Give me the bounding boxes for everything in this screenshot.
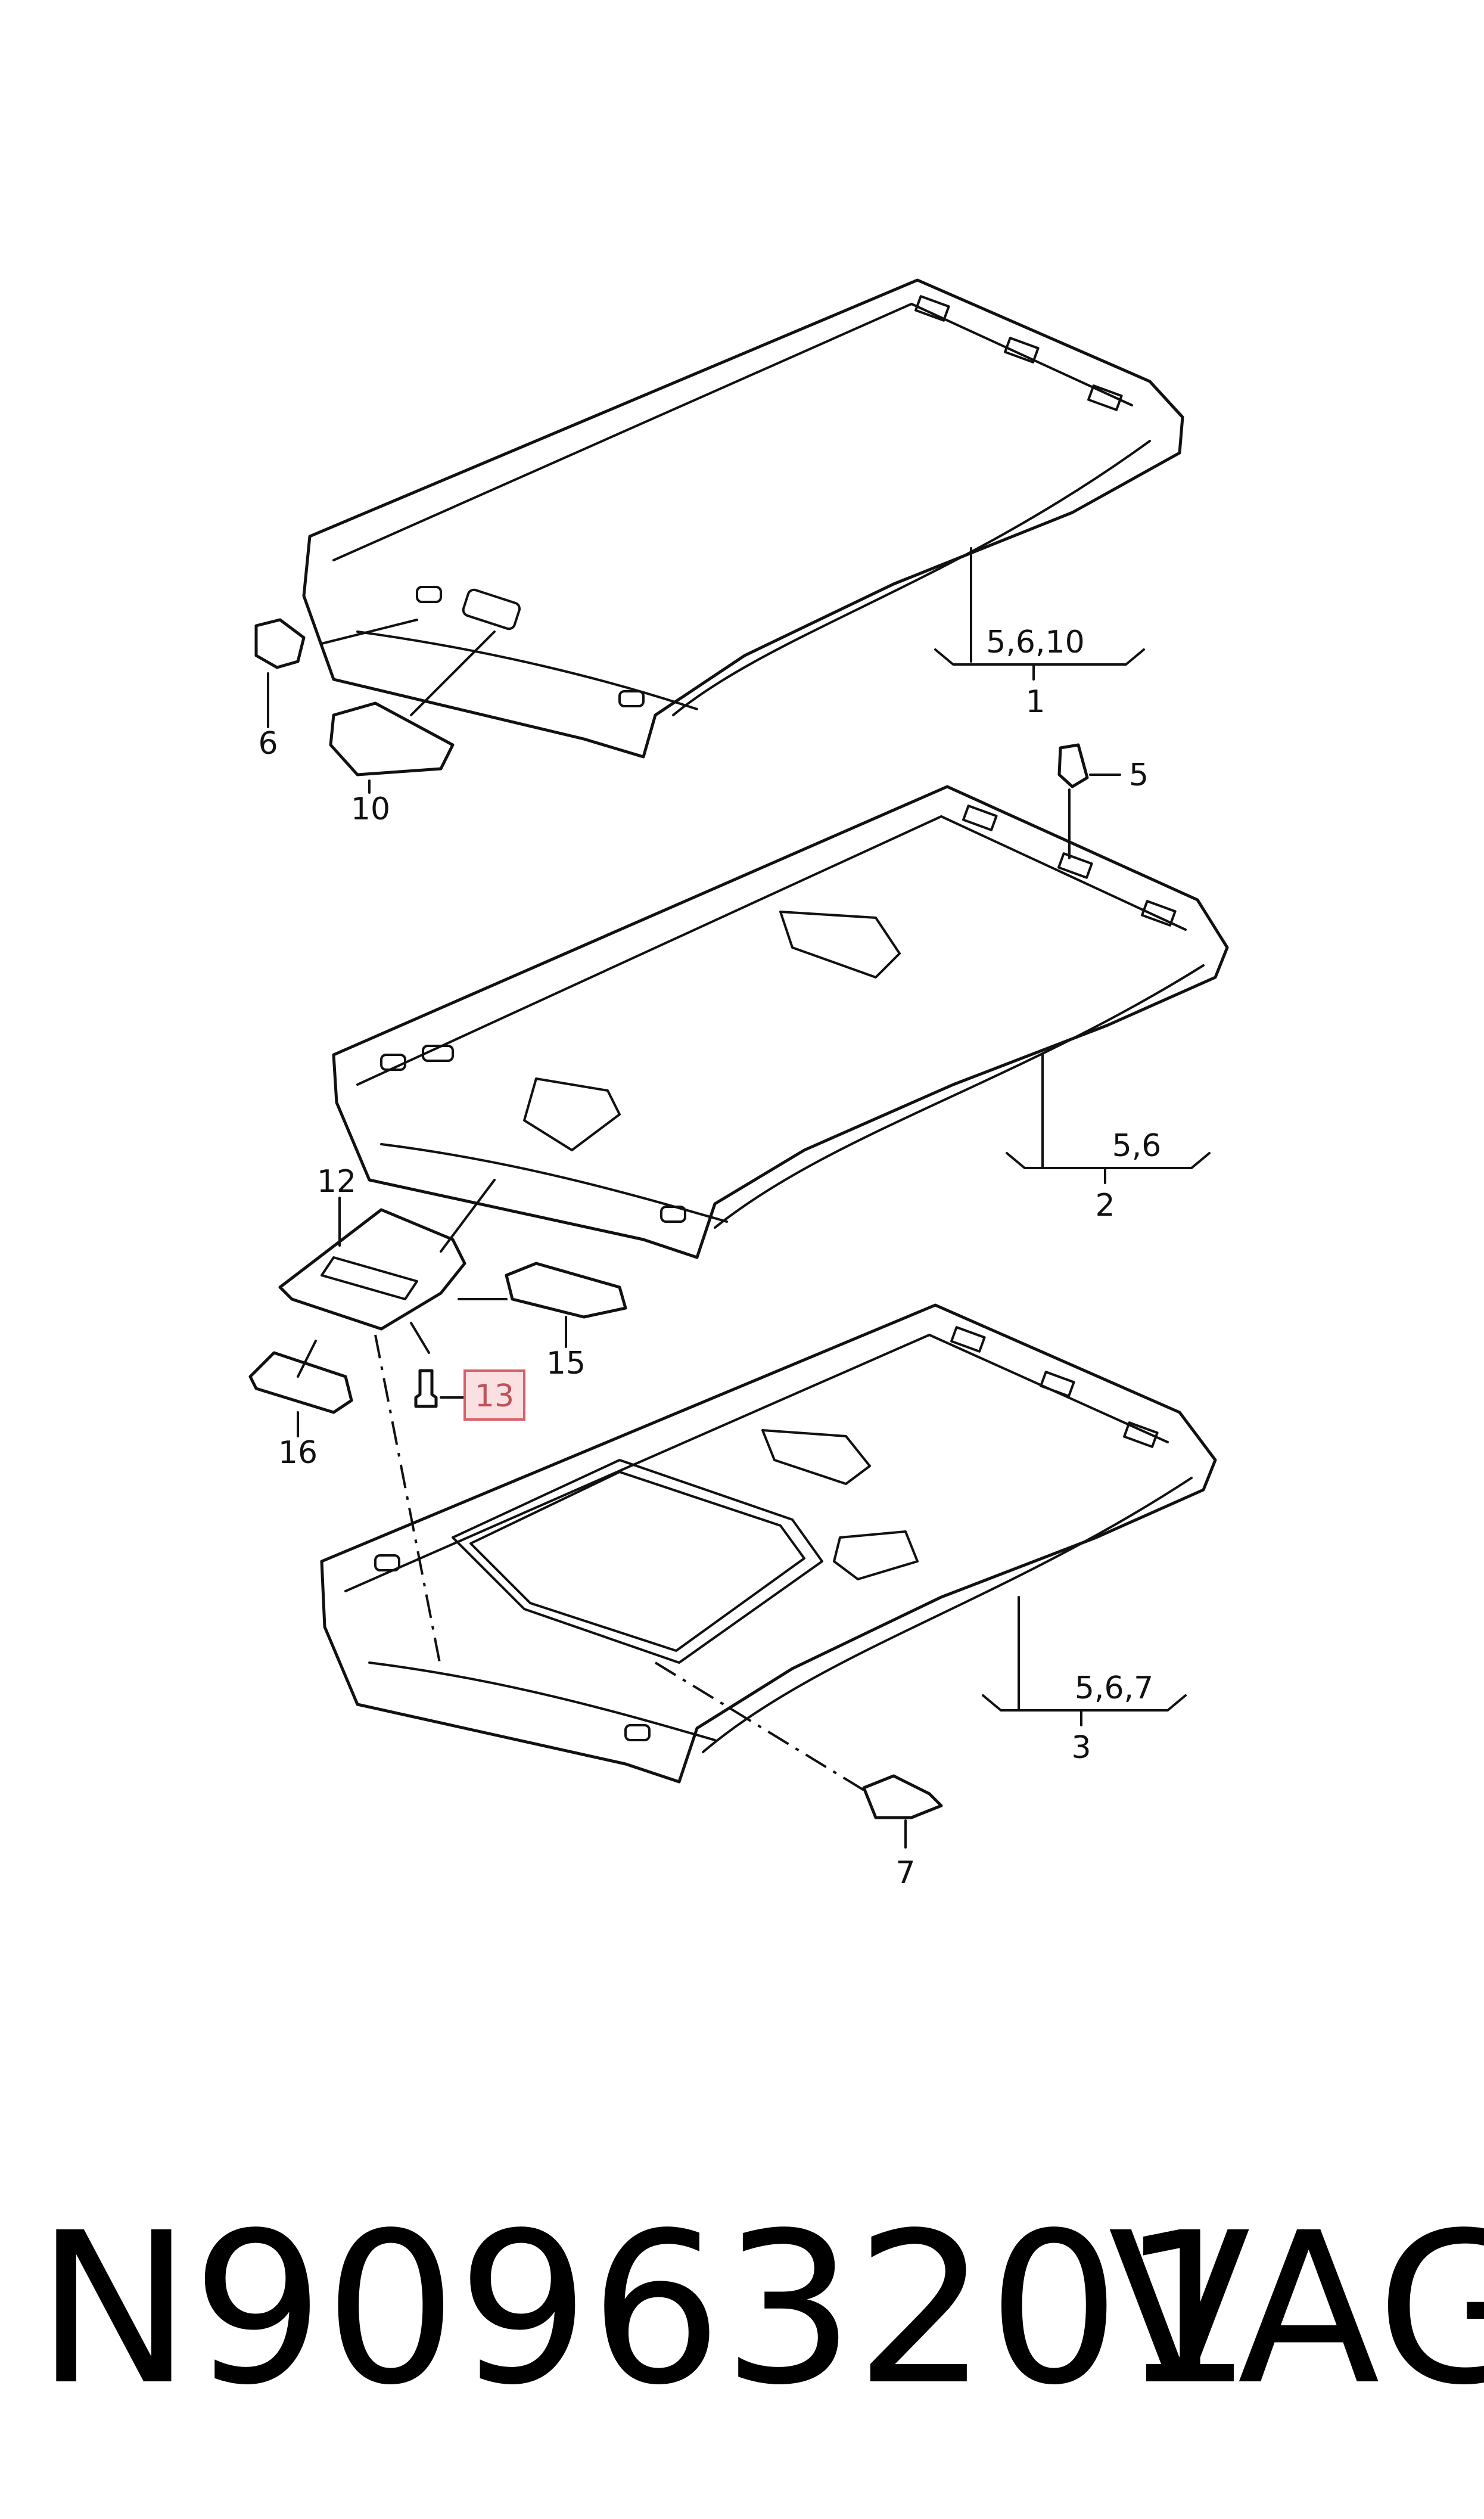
callout-3: 3 — [1071, 1730, 1091, 1766]
callout-1: 1 — [1025, 684, 1045, 720]
callout-1-sub: 5,6,10 — [986, 625, 1084, 660]
screw-13 — [414, 1369, 438, 1408]
callout-10: 10 — [351, 791, 390, 827]
callout-2: 2 — [1095, 1188, 1115, 1223]
callout-13-highlight — [463, 1369, 525, 1421]
headliner-2 — [332, 785, 1229, 1259]
brand-name: VAG — [1108, 2188, 1484, 2431]
callout-12: 12 — [317, 1164, 356, 1200]
trim-15 — [505, 1262, 627, 1319]
cover-10 — [329, 701, 455, 776]
bracket-3 — [982, 1596, 1187, 1726]
headliner-3 — [320, 1303, 1217, 1784]
bracket-2 — [1006, 1054, 1211, 1184]
clip-6 — [254, 618, 306, 669]
clip-7 — [862, 1774, 943, 1819]
callout-3-sub: 5,6,7 — [1075, 1670, 1153, 1706]
callout-7: 7 — [895, 1855, 915, 1891]
callout-15: 15 — [546, 1346, 586, 1381]
trim-16 — [248, 1351, 353, 1414]
clip-5 — [1057, 743, 1089, 788]
headliner-1 — [302, 278, 1184, 759]
bracket-1 — [934, 547, 1145, 681]
part-number: N90963201 — [36, 2188, 1253, 2431]
callout-5: 5 — [1129, 757, 1149, 793]
callout-6: 6 — [258, 726, 278, 762]
callout-16: 16 — [278, 1435, 318, 1471]
callout-2-sub: 5,6 — [1112, 1128, 1162, 1164]
callout-13: 13 — [475, 1378, 514, 1414]
